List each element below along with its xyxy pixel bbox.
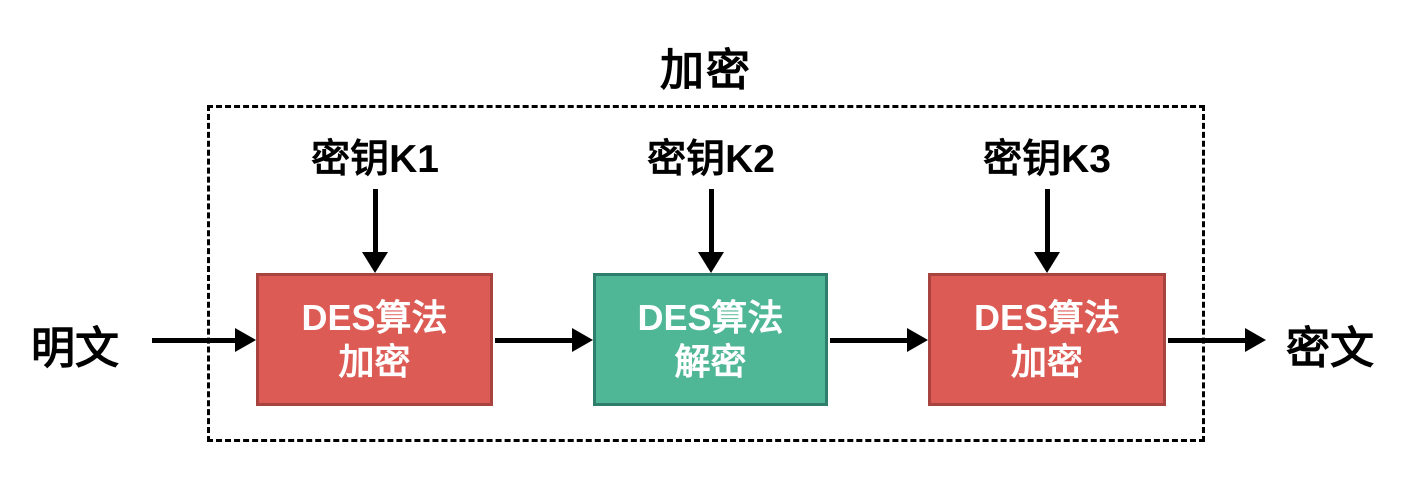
inter-node-arrow-2 [830,328,928,352]
arrow-down-icon [1034,252,1060,273]
key3-arrow [1034,189,1060,273]
arrow-shaft [1044,189,1050,252]
node-label-line1: DES算法 [637,296,784,338]
des-decrypt-box: DES算法 解密 [593,273,828,406]
key2-arrow [698,189,724,273]
node-label-line1: DES算法 [973,296,1121,338]
key1-label: 密钥K1 [311,138,439,181]
arrow-shaft [1168,337,1245,343]
node-label-line2: 解密 [674,340,747,382]
node-label-line2: 加密 [1010,340,1083,382]
des-encrypt-box-2: DES算法 加密 [928,273,1166,406]
node-label-line1: DES算法 [301,296,448,338]
arrow-shaft [372,189,378,252]
arrow-right-icon [1245,328,1266,352]
plaintext-label: 明文 [31,324,119,373]
ciphertext-arrow [1168,328,1266,352]
ciphertext-label: 密文 [1286,324,1374,373]
encryption-boundary-box [207,105,1205,442]
arrow-right-icon [572,328,593,352]
diagram-title: 加密 [660,46,752,95]
arrow-shaft [830,337,907,343]
key1-arrow [362,189,388,273]
arrow-down-icon [698,252,724,273]
node-label-line2: 加密 [338,340,411,382]
inter-node-arrow-1 [495,328,593,352]
arrow-right-icon [907,328,928,352]
key2-label: 密钥K2 [647,138,775,181]
arrow-right-icon [235,328,256,352]
arrow-shaft [708,189,714,252]
arrow-shaft [495,337,572,343]
plaintext-arrow [152,328,256,352]
arrow-down-icon [362,252,388,273]
key3-label: 密钥K3 [983,138,1111,181]
des-encrypt-box-1: DES算法 加密 [256,273,493,406]
arrow-shaft [152,337,235,343]
